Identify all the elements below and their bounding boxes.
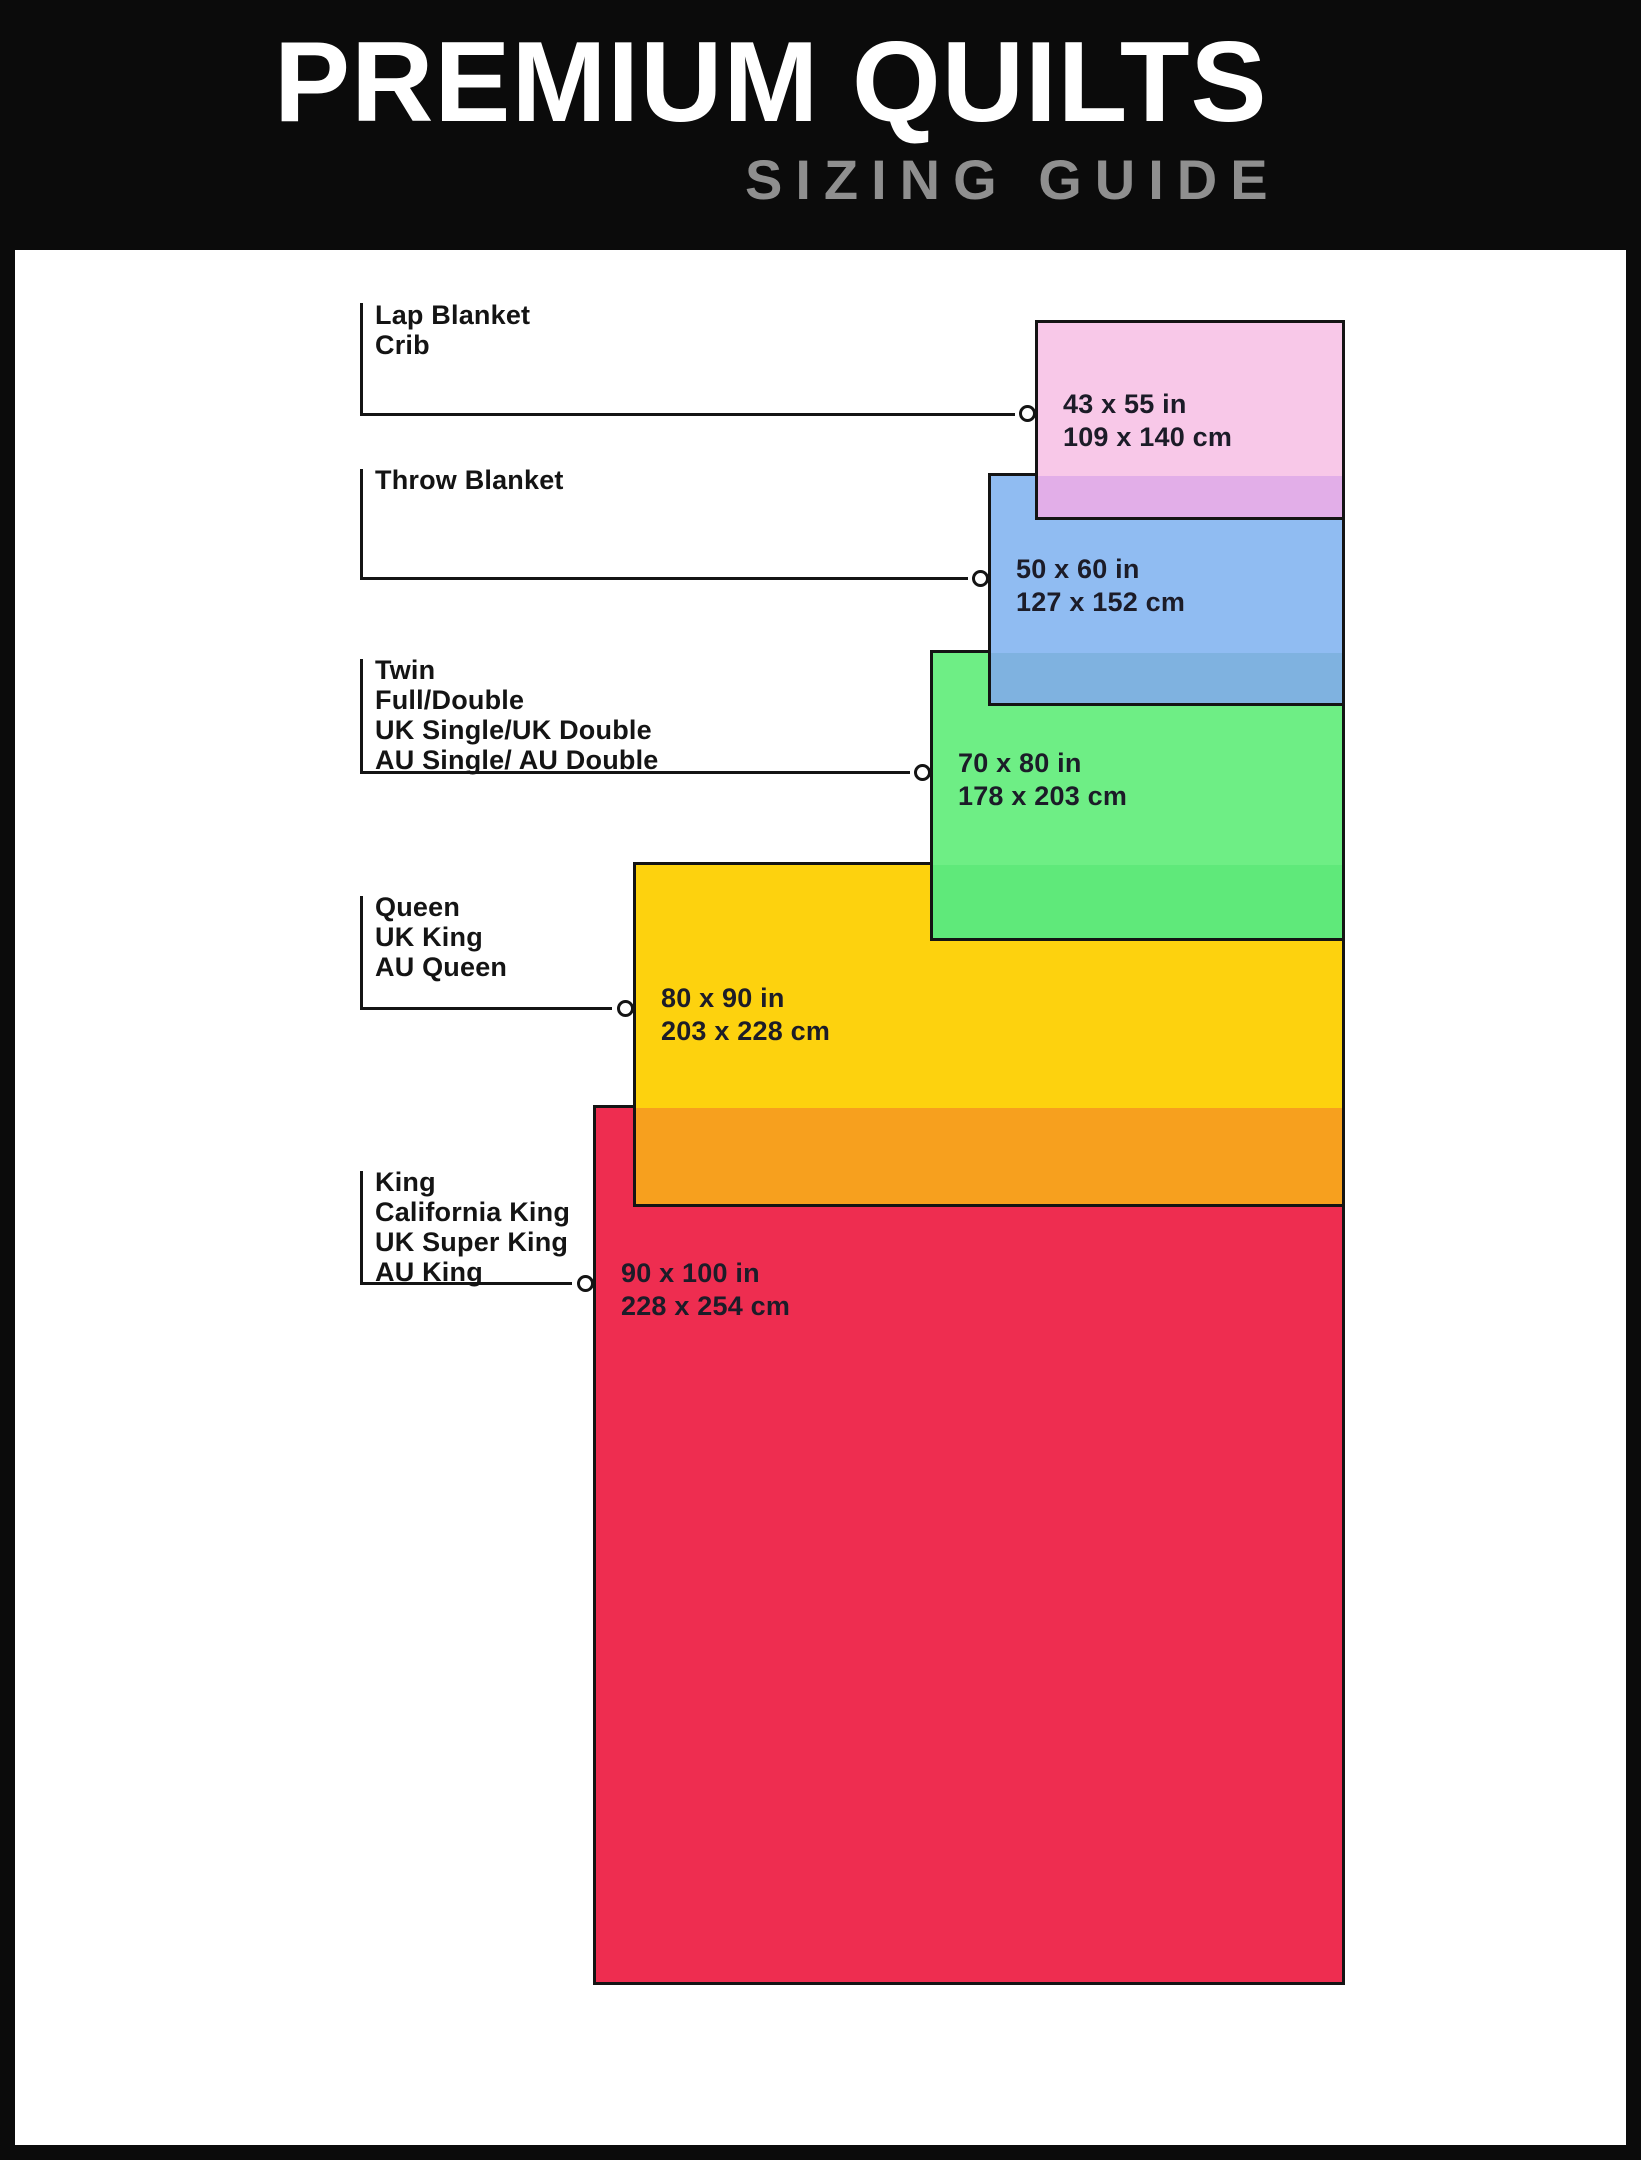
size-rect-king: [593, 1105, 1345, 1985]
size-label-line: UK Super King: [375, 1227, 569, 1257]
size-label-line: Throw Blanket: [375, 465, 564, 495]
connector-line-lap: [360, 303, 1015, 416]
size-label-line: Queen: [375, 892, 461, 922]
connector-dot-king: [577, 1275, 594, 1292]
size-label-line: Full/Double: [375, 685, 525, 715]
measurement-king: 90 x 100 in 228 x 254 cm: [621, 1257, 790, 1323]
label-twin: Twin Full/Double UK Single/UK Double AU …: [375, 655, 659, 775]
connector-line-throw: [360, 469, 968, 580]
page-title: PREMIUM QUILTS: [274, 19, 1268, 146]
label-king: King California King UK Super King AU Ki…: [375, 1167, 570, 1287]
measurement-cm: 203 x 228 cm: [661, 1016, 831, 1046]
measurement-inches: 50 x 60 in: [1016, 554, 1140, 584]
connector-line-king: [360, 1171, 572, 1285]
size-label-line: Lap Blanket: [375, 300, 531, 330]
measurement-twin: 70 x 80 in 178 x 203 cm: [958, 747, 1127, 813]
label-lap-blanket: Lap Blanket Crib: [375, 300, 530, 360]
size-label-line: UK King: [375, 922, 483, 952]
size-label-line: UK Single/UK Double: [375, 715, 652, 745]
header: PREMIUM QUILTS SIZING GUIDE: [0, 0, 1641, 250]
overlap-strip-twin-queen: [933, 865, 1342, 938]
connector-dot-lap: [1019, 405, 1036, 422]
measurement-throw: 50 x 60 in 127 x 152 cm: [1016, 553, 1185, 619]
overlap-strip-queen-king: [636, 1108, 1342, 1204]
measurement-lap: 43 x 55 in 109 x 140 cm: [1063, 388, 1232, 454]
connector-dot-twin: [914, 764, 931, 781]
size-label-line: King: [375, 1167, 436, 1197]
measurement-cm: 228 x 254 cm: [621, 1291, 791, 1321]
overlap-strip-throw-twin: [991, 653, 1342, 703]
page-subtitle: SIZING GUIDE: [744, 147, 1281, 211]
size-label-line: AU King: [375, 1257, 483, 1287]
measurement-inches: 70 x 80 in: [958, 748, 1082, 778]
measurement-inches: 80 x 90 in: [661, 983, 785, 1013]
connector-line-queen: [360, 896, 612, 1010]
size-label-line: AU Single/ AU Double: [375, 745, 659, 775]
overlap-strip-lap-throw: [1038, 476, 1342, 517]
label-queen: Queen UK King AU Queen: [375, 892, 507, 982]
measurement-queen: 80 x 90 in 203 x 228 cm: [661, 982, 830, 1048]
size-label-line: AU Queen: [375, 952, 508, 982]
size-label-line: Crib: [375, 330, 430, 360]
connector-dot-throw: [972, 570, 989, 587]
measurement-inches: 43 x 55 in: [1063, 389, 1187, 419]
measurement-cm: 127 x 152 cm: [1016, 587, 1186, 617]
label-throw-blanket: Throw Blanket: [375, 465, 564, 495]
size-label-line: California King: [375, 1197, 571, 1227]
title-block: PREMIUM QUILTS SIZING GUIDE: [274, 19, 1268, 212]
connector-dot-queen: [617, 1000, 634, 1017]
measurement-cm: 178 x 203 cm: [958, 781, 1128, 811]
connector-line-twin: [360, 659, 910, 774]
measurement-inches: 90 x 100 in: [621, 1258, 760, 1288]
measurement-cm: 109 x 140 cm: [1063, 422, 1233, 452]
size-label-line: Twin: [375, 655, 436, 685]
